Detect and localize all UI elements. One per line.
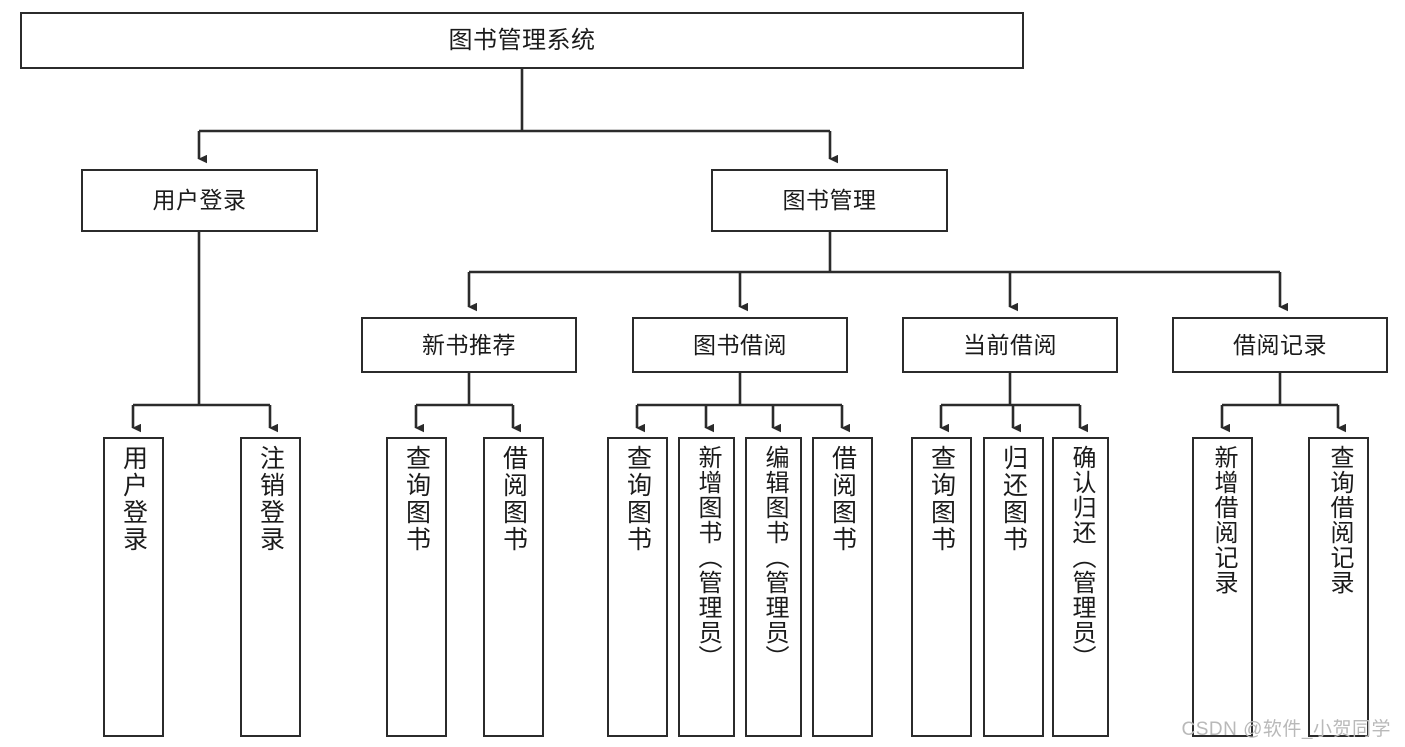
node-leaf-logout-label: 注销登录 xyxy=(256,445,285,553)
node-book-management-label: 图书管理 xyxy=(782,187,877,213)
node-leaf-borrow-book-new[interactable]: 借阅图书 xyxy=(483,437,544,737)
watermark-text: CSDN @软件_小贺同学 xyxy=(1181,719,1391,740)
node-leaf-edit-book-admin[interactable]: 编辑图书（管理员） xyxy=(745,437,802,737)
node-leaf-query-borrow-record[interactable]: 查询借阅记录 xyxy=(1308,437,1369,737)
node-leaf-query-book-borrow[interactable]: 查询图书 xyxy=(607,437,668,737)
node-leaf-return-book-label: 归还图书 xyxy=(999,445,1028,553)
node-leaf-add-book-admin[interactable]: 新增图书（管理员） xyxy=(678,437,735,737)
node-leaf-confirm-return-admin[interactable]: 确认归还（管理员） xyxy=(1052,437,1109,737)
node-leaf-borrow-book-new-label: 借阅图书 xyxy=(499,445,528,553)
node-book-borrow[interactable]: 图书借阅 xyxy=(632,317,848,373)
node-leaf-query-book-borrow-label: 查询图书 xyxy=(623,445,652,553)
node-current-borrow[interactable]: 当前借阅 xyxy=(902,317,1118,373)
node-leaf-add-book-admin-label: 新增图书（管理员） xyxy=(693,445,721,670)
node-leaf-confirm-return-admin-label: 确认归还（管理员） xyxy=(1067,445,1095,670)
node-book-borrow-label: 图书借阅 xyxy=(693,331,787,358)
node-current-borrow-label: 当前借阅 xyxy=(963,331,1057,358)
node-borrow-records-label: 借阅记录 xyxy=(1233,331,1327,358)
node-leaf-borrow-book-label: 借阅图书 xyxy=(828,445,857,553)
node-leaf-user-login-label: 用户登录 xyxy=(119,445,148,553)
node-leaf-query-book-new[interactable]: 查询图书 xyxy=(386,437,447,737)
node-user-login-label: 用户登录 xyxy=(152,187,247,213)
node-leaf-query-borrow-record-label: 查询借阅记录 xyxy=(1325,445,1353,595)
node-leaf-query-book-new-label: 查询图书 xyxy=(402,445,431,553)
node-leaf-return-book[interactable]: 归还图书 xyxy=(983,437,1044,737)
node-leaf-add-borrow-record[interactable]: 新增借阅记录 xyxy=(1192,437,1253,737)
node-new-book-recommend[interactable]: 新书推荐 xyxy=(361,317,577,373)
node-book-management[interactable]: 图书管理 xyxy=(711,169,948,232)
node-root-label: 图书管理系统 xyxy=(448,26,596,54)
node-root[interactable]: 图书管理系统 xyxy=(20,12,1024,69)
node-leaf-edit-book-admin-label: 编辑图书（管理员） xyxy=(760,445,788,670)
node-leaf-borrow-book[interactable]: 借阅图书 xyxy=(812,437,873,737)
node-new-book-recommend-label: 新书推荐 xyxy=(422,331,516,358)
node-leaf-logout[interactable]: 注销登录 xyxy=(240,437,301,737)
node-leaf-add-borrow-record-label: 新增借阅记录 xyxy=(1209,445,1237,595)
node-leaf-query-book-current-label: 查询图书 xyxy=(927,445,956,553)
node-leaf-query-book-current[interactable]: 查询图书 xyxy=(911,437,972,737)
node-leaf-user-login[interactable]: 用户登录 xyxy=(103,437,164,737)
node-borrow-records[interactable]: 借阅记录 xyxy=(1172,317,1388,373)
node-user-login[interactable]: 用户登录 xyxy=(81,169,318,232)
